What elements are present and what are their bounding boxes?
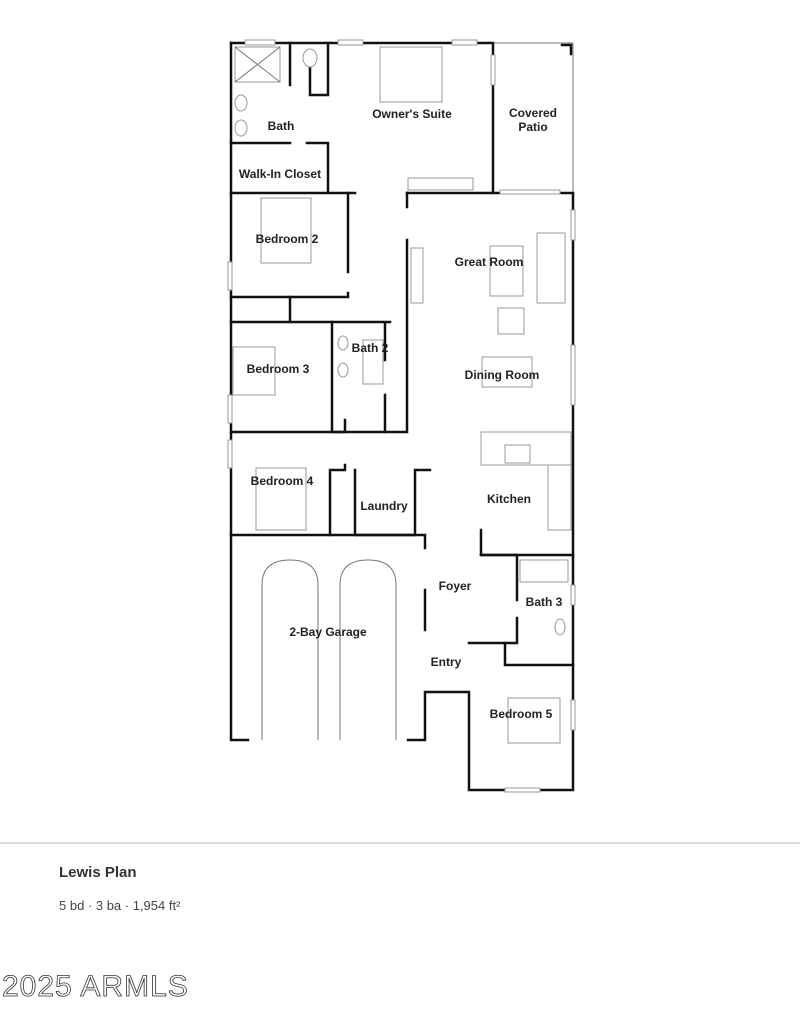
label-dining-room: Dining Room [465,368,540,382]
furniture [232,46,572,744]
label-walk-in-closet: Walk-In Closet [239,167,321,181]
patio-outline [493,42,574,193]
plan-name: Lewis Plan [59,864,137,881]
label-covered-patio-1: Covered [509,106,557,120]
label-bedroom-3: Bedroom 3 [247,362,310,376]
label-great-room: Great Room [455,255,524,269]
room-labels: Owner's Suite Bath Walk-In Closet Covere… [239,106,563,721]
label-bedroom-4: Bedroom 4 [251,474,314,488]
label-bedroom-5: Bedroom 5 [490,707,553,721]
label-bath-2: Bath 2 [352,341,389,355]
watermark: 2025 ARMLS [2,970,189,1004]
label-owners-suite: Owner's Suite [372,107,452,121]
label-bath: Bath [268,119,295,133]
label-bath-3: Bath 3 [526,595,563,609]
label-entry: Entry [431,655,462,669]
windows [227,39,576,793]
walls [229,41,575,792]
label-bedroom-2: Bedroom 2 [256,232,319,246]
divider [0,842,800,844]
label-covered-patio-2: Patio [518,120,547,134]
label-garage: 2-Bay Garage [289,625,367,639]
label-foyer: Foyer [439,579,472,593]
plan-details: 5 bd · 3 ba · 1,954 ft² [59,898,181,913]
label-laundry: Laundry [360,499,408,513]
floor-plan: Owner's Suite Bath Walk-In Closet Covere… [227,39,576,793]
label-kitchen: Kitchen [487,492,531,506]
